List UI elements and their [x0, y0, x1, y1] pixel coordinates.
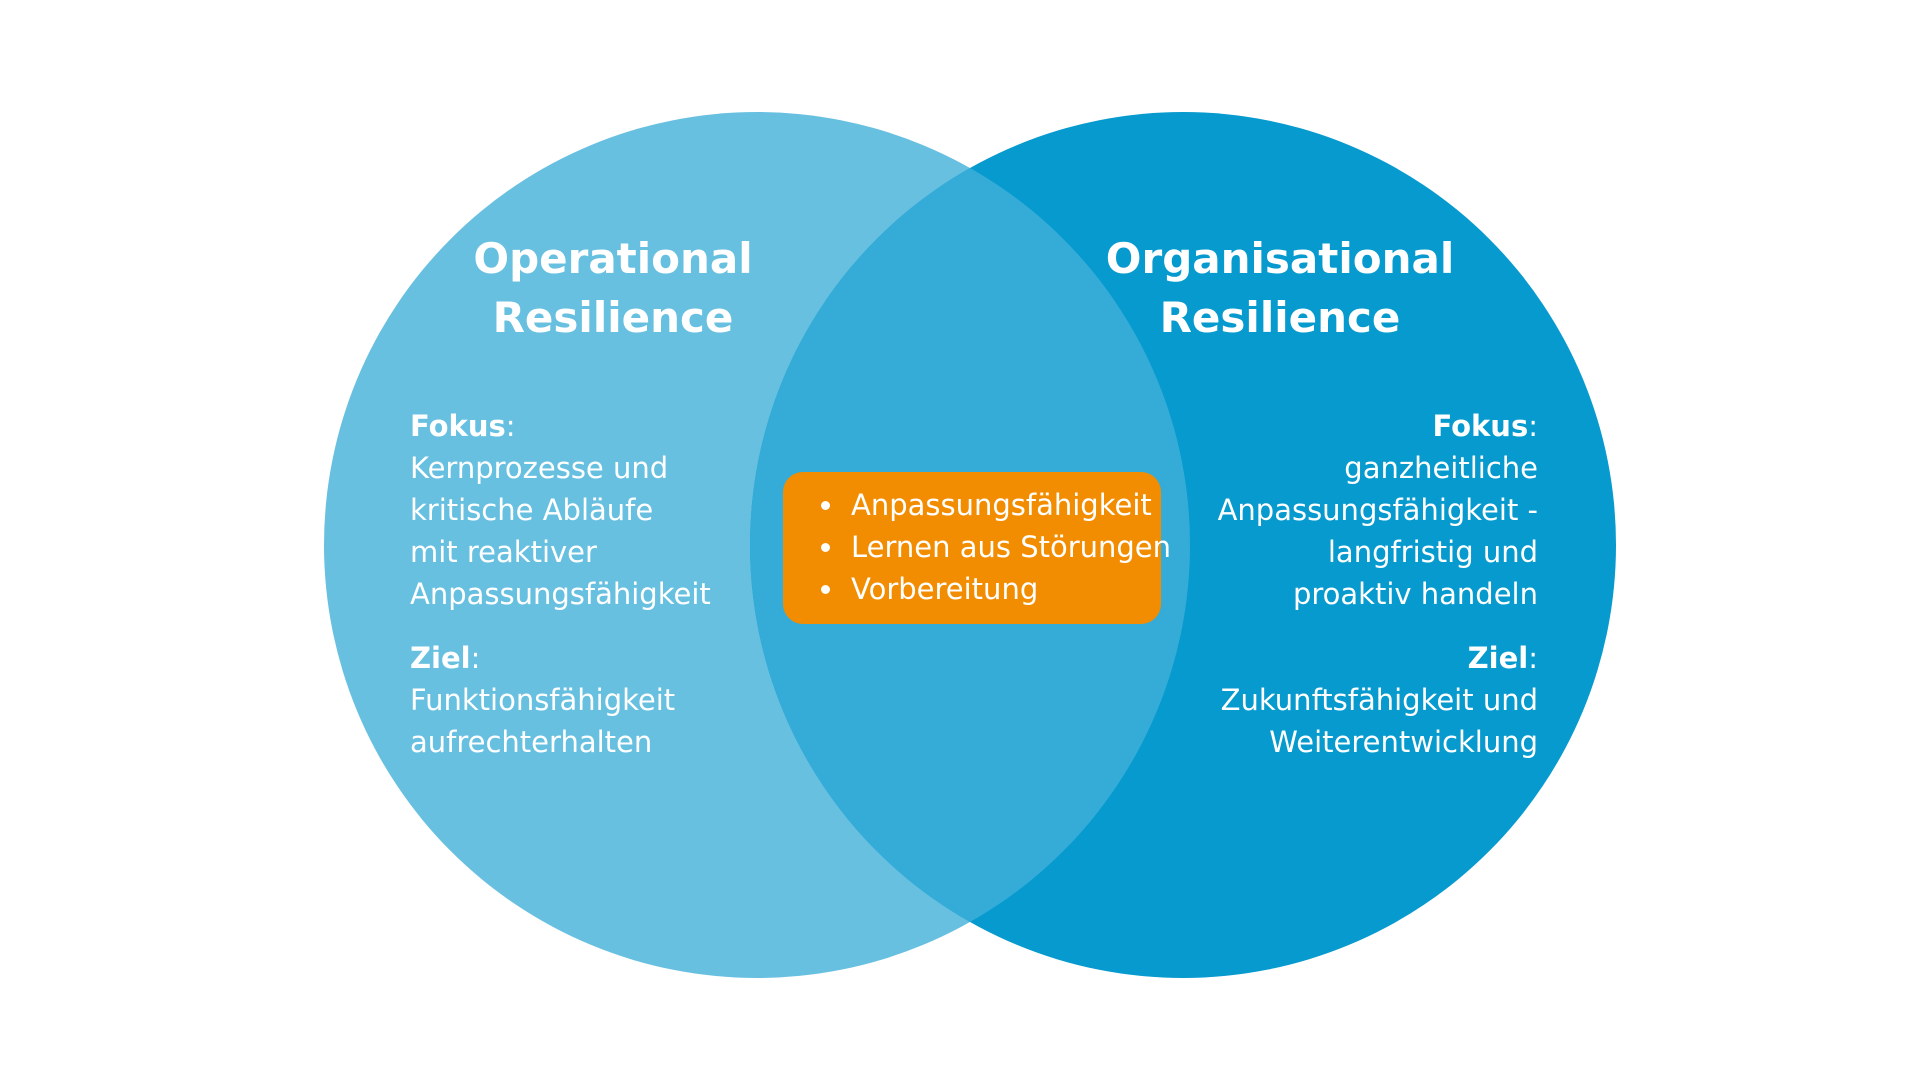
left-title-line1: Operational [473, 234, 753, 283]
left-focus-line: Kernprozesse und [410, 451, 669, 485]
right-focus-line: ganzheitliche [1344, 451, 1538, 485]
left-goal-label: Ziel [410, 641, 471, 675]
shared-traits-box: Anpassungsfähigkeit Lernen aus Störungen… [783, 472, 1171, 624]
right-focus-label: Fokus [1432, 409, 1529, 443]
spacer [410, 615, 790, 637]
colon: : [1528, 409, 1538, 443]
right-focus-heading: Fokus: [1158, 405, 1538, 447]
shared-trait-item: Vorbereitung [801, 568, 1161, 610]
left-goal-heading: Ziel: [410, 637, 790, 679]
left-focus-heading: Fokus: [410, 405, 790, 447]
left-focus-line: mit reaktiver [410, 535, 597, 569]
shared-trait-text: Anpassungsfähigkeit [851, 488, 1152, 522]
shared-trait-item: Anpassungsfähigkeit [801, 484, 1161, 526]
left-focus-line: kritische Abläufe [410, 493, 654, 527]
right-title: Organisational Resilience [1070, 229, 1490, 347]
shared-traits-list: Anpassungsfähigkeit Lernen aus Störungen… [801, 484, 1171, 610]
right-goal-label: Ziel [1467, 641, 1529, 675]
bullet-icon [821, 585, 830, 594]
left-goal-line: Funktionsfähigkeit [410, 683, 676, 717]
colon: : [505, 409, 516, 443]
right-title-line2: Resilience [1159, 293, 1401, 342]
left-focus-label: Fokus [410, 409, 506, 443]
left-focus-line: Anpassungsfähigkeit [410, 577, 711, 611]
right-title-line1: Organisational [1105, 234, 1455, 283]
colon: : [1528, 641, 1538, 675]
right-goal-line: Weiterentwicklung [1269, 725, 1538, 759]
right-goal-heading: Ziel: [1158, 637, 1538, 679]
right-description: Fokus: ganzheitliche Anpassungsfähigkeit… [1158, 405, 1538, 763]
left-goal-line: aufrechterhalten [410, 725, 653, 759]
right-focus-line: langfristig und [1327, 535, 1538, 569]
right-goal-line: Zukunftsfähigkeit und [1220, 683, 1538, 717]
left-description: Fokus: Kernprozesse und kritische Abläuf… [410, 405, 790, 763]
bullet-icon [821, 543, 830, 552]
right-focus-line: proaktiv handeln [1292, 577, 1538, 611]
spacer [1158, 615, 1538, 637]
shared-trait-text: Lernen aus Störungen [851, 530, 1172, 564]
bullet-icon [821, 501, 830, 510]
overlap-region [750, 112, 1190, 978]
colon: : [470, 641, 481, 675]
left-title-line2: Resilience [492, 293, 734, 342]
left-title: Operational Resilience [403, 229, 823, 347]
shared-trait-item: Lernen aus Störungen [801, 526, 1171, 568]
shared-trait-text: Vorbereitung [851, 572, 1039, 606]
right-focus-line: Anpassungsfähigkeit - [1217, 493, 1538, 527]
